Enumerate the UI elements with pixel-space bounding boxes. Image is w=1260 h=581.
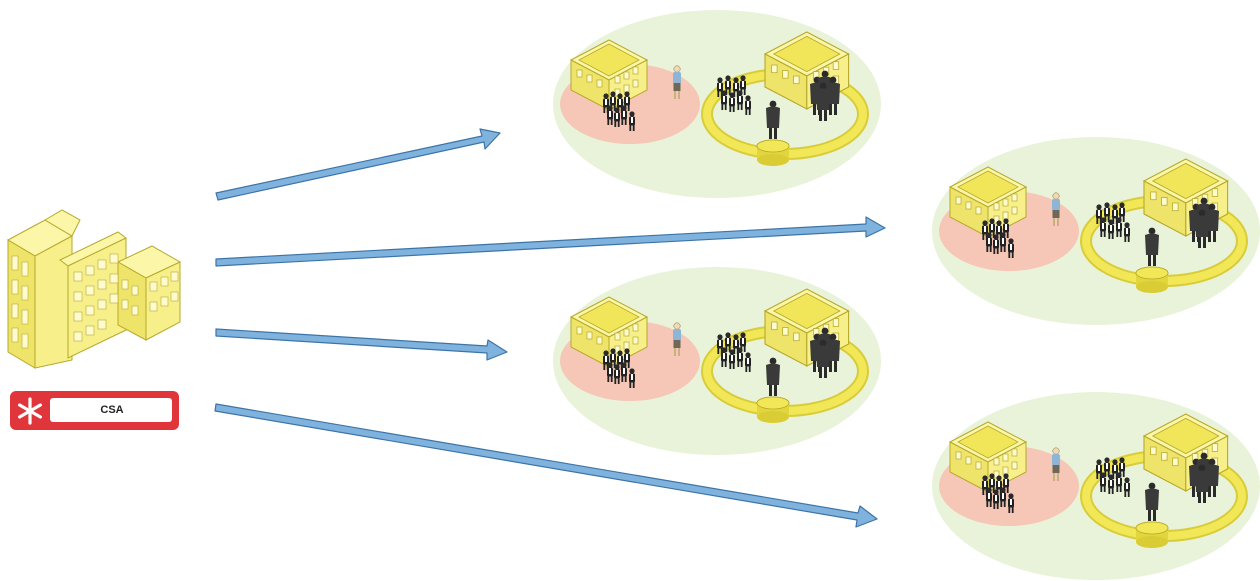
school-cluster-2: [932, 137, 1260, 325]
asterisk-icon: [18, 397, 43, 425]
arrow-to-cluster-3: [215, 328, 508, 361]
csa-badge: [10, 391, 179, 430]
arrow-to-cluster-2: [215, 216, 886, 267]
hq-building: [6, 209, 182, 369]
school-cluster-4: [932, 392, 1260, 580]
school-cluster-3: [553, 267, 881, 455]
arrow-to-cluster-1: [215, 128, 501, 201]
school-cluster-1: [553, 10, 881, 198]
csa-badge-label: CSA: [100, 404, 124, 416]
arrow-to-cluster-4: [214, 403, 878, 528]
